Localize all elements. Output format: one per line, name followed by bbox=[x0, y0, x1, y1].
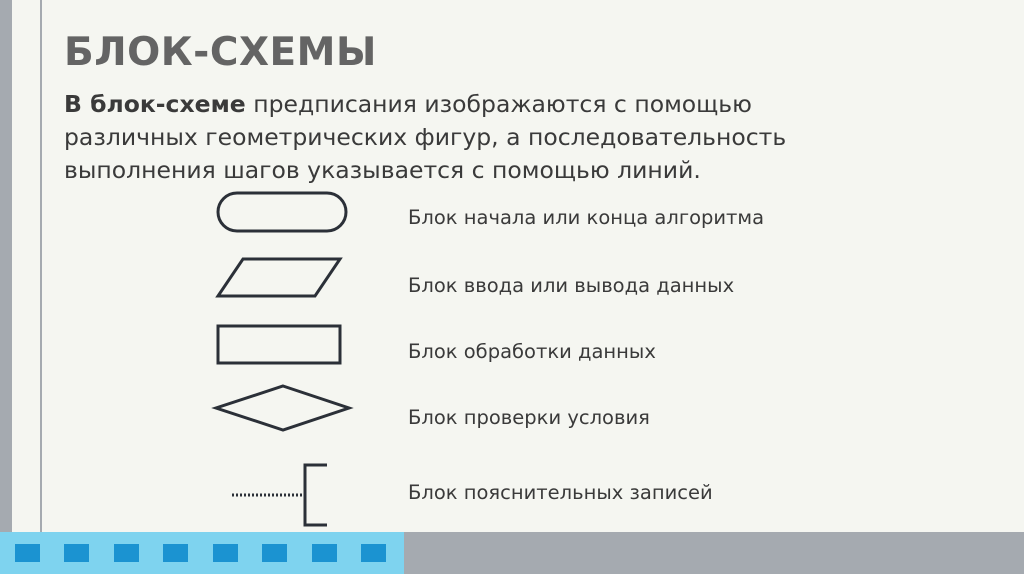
decorative-square bbox=[15, 544, 40, 562]
decorative-square bbox=[312, 544, 337, 562]
decorative-square bbox=[262, 544, 287, 562]
slide-title: БЛОК-СХЕМЫ bbox=[64, 30, 377, 75]
decorative-square bbox=[64, 544, 89, 562]
comment-bracket-shape bbox=[303, 463, 327, 527]
decorative-square bbox=[114, 544, 139, 562]
rectangle-shape bbox=[216, 324, 342, 365]
legend-label-comment: Блок пояснительных записей bbox=[408, 481, 713, 504]
decorative-square bbox=[163, 544, 188, 562]
left-frame-rule bbox=[40, 0, 42, 532]
intro-term: В блок-схеме bbox=[64, 90, 246, 118]
intro-text: предписания изображаются с помощью разли… bbox=[64, 90, 787, 184]
legend-label-input-output: Блок ввода или вывода данных bbox=[408, 274, 735, 297]
diamond-shape bbox=[211, 384, 354, 432]
legend-label-process: Блок обработки данных bbox=[408, 340, 656, 363]
legend-label-terminal: Блок начала или конца алгоритма bbox=[408, 206, 765, 229]
intro-paragraph: В блок-схеме предписания изображаются с … bbox=[64, 88, 864, 187]
legend-label-decision: Блок проверки условия bbox=[408, 406, 650, 429]
left-frame-bar bbox=[0, 0, 12, 532]
parallelogram-shape bbox=[215, 257, 343, 298]
decorative-square bbox=[361, 544, 386, 562]
decorative-square bbox=[213, 544, 238, 562]
terminal-oval-shape bbox=[216, 191, 348, 233]
